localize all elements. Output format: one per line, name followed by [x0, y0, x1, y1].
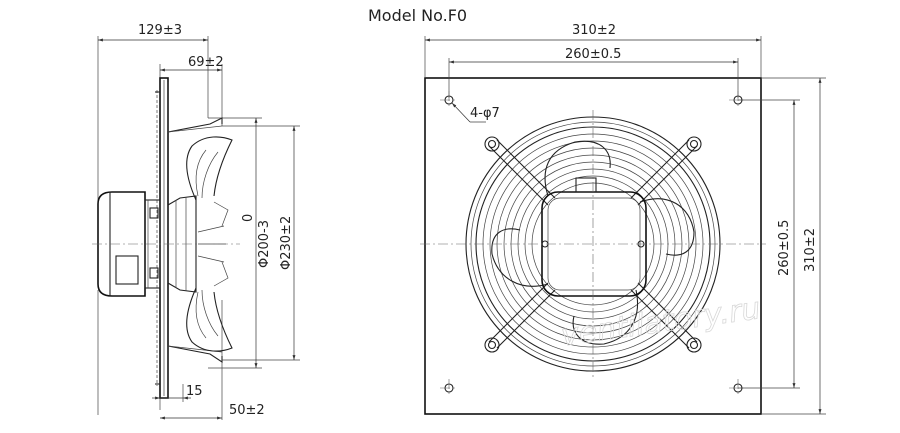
dim-inlet-diameter-tolerance: 0: [241, 214, 256, 222]
dim-blade-diameter: Φ230±2: [279, 216, 294, 270]
watermark: ventilatory.ru: [559, 291, 763, 354]
guard-arms: [488, 139, 698, 349]
dim-guard-depth: 69±2: [188, 55, 224, 70]
impeller-blade-lower: [186, 287, 233, 352]
dim-plate-offset: 15: [186, 384, 203, 399]
drawing-title: Model No.F0: [368, 6, 467, 25]
dim-plate-height: 310±2: [803, 228, 818, 272]
terminal-box: [115, 255, 139, 285]
dim-inlet-diameter: Φ200-3: [257, 220, 272, 268]
motor-front: [541, 191, 647, 297]
arm-screws: [484, 136, 702, 353]
motor-terminal: [575, 177, 597, 193]
dim-plate-width: 310±2: [572, 23, 616, 38]
front-view: 310±2 260±0.5 260±0.5 310±2 4-φ7: [420, 23, 826, 415]
fan-blades: [491, 140, 695, 345]
dim-overall-depth: 129±3: [138, 23, 182, 38]
dim-hole-spacing-horizontal: 260±0.5: [565, 47, 621, 62]
label-mount-holes: 4-φ7: [470, 106, 500, 121]
dim-rear-depth: 50±2: [229, 403, 265, 418]
impeller-hub: [167, 195, 197, 293]
mounting-holes: [440, 91, 747, 397]
dim-hole-spacing-vertical: 260±0.5: [777, 220, 792, 276]
impeller-blade-upper: [186, 136, 233, 201]
square-mounting-plate: [424, 77, 762, 415]
motor-housing: [97, 191, 146, 297]
side-view: 129±3 69±2 0 Φ200-3 Φ230±2 15 50±2: [92, 23, 300, 420]
